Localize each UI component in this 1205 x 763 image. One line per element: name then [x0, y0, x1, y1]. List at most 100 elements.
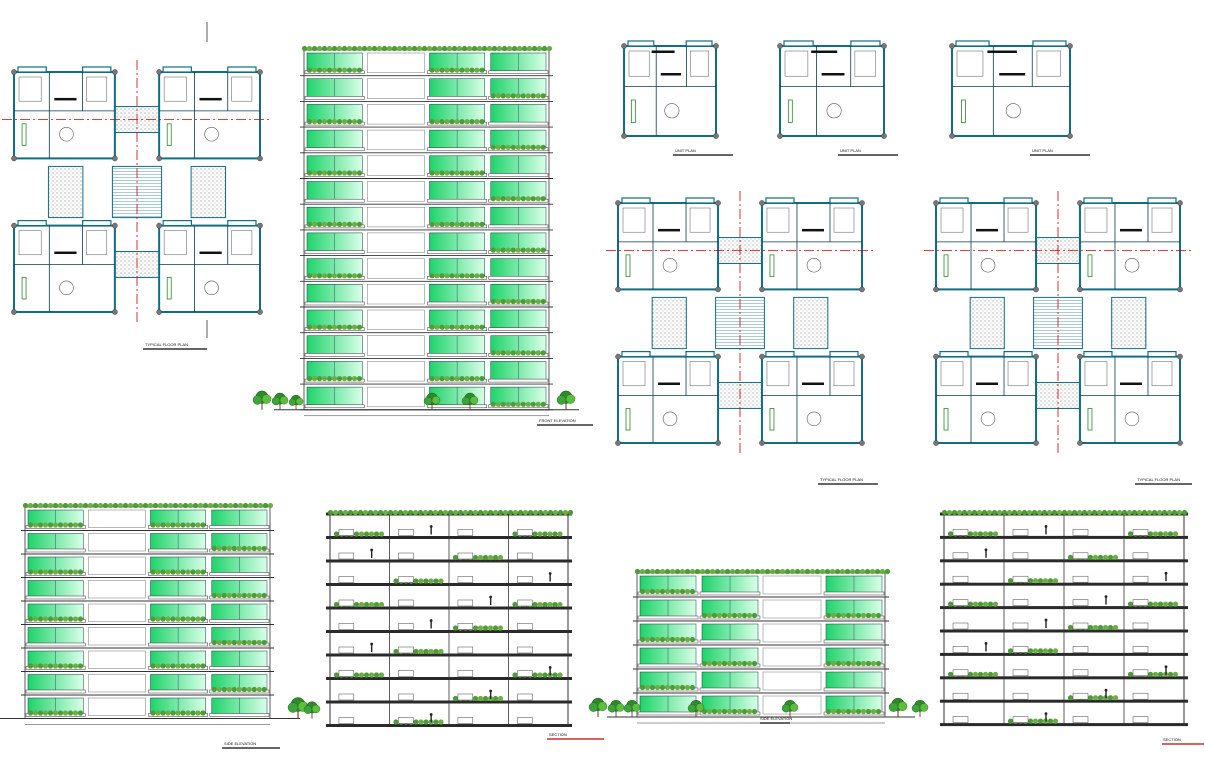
planter-greenery — [1112, 695, 1119, 701]
dining-table — [826, 103, 842, 119]
balcony — [82, 66, 112, 73]
balcony — [955, 40, 990, 47]
planter-greenery — [177, 502, 184, 509]
planter-greenery — [664, 588, 671, 595]
planter-greenery — [429, 67, 435, 73]
planter-greenery — [331, 376, 338, 382]
planter-greenery — [510, 401, 516, 407]
planter-greenery — [261, 545, 267, 552]
planter-greenery — [1052, 578, 1059, 584]
furniture — [1132, 622, 1149, 630]
planter-greenery — [500, 298, 506, 305]
planter-greenery — [454, 67, 460, 73]
planter-greenery — [546, 45, 553, 52]
planter-greenery — [451, 45, 458, 52]
planter-greenery — [716, 612, 723, 619]
planter-greenery — [77, 663, 84, 669]
planter-greenery — [557, 531, 563, 537]
core-window — [367, 309, 425, 330]
balcony-slab — [148, 548, 208, 553]
planter-greenery — [386, 45, 393, 52]
planter-greenery — [1016, 509, 1023, 516]
planter-greenery — [180, 569, 186, 575]
planter-greenery — [482, 695, 489, 702]
side-elevation-1 — [0, 502, 321, 725]
planter-greenery — [1172, 531, 1179, 537]
planter-greenery — [363, 672, 370, 678]
planter-greenery — [387, 509, 394, 516]
core-window — [367, 258, 425, 279]
planter-greenery — [423, 719, 429, 725]
planter-greenery — [701, 660, 708, 667]
balcony-slab — [699, 639, 761, 644]
title-unit-2: UNIT PLAN — [838, 148, 898, 156]
dining-table — [980, 257, 996, 273]
planter-greenery — [371, 45, 378, 52]
column — [933, 286, 939, 293]
planter-greenery — [170, 522, 176, 528]
planter-greenery — [746, 612, 753, 619]
furniture — [1072, 552, 1089, 560]
planter-greenery — [32, 502, 39, 509]
planter-greenery — [951, 509, 958, 516]
planter-greenery — [346, 221, 353, 227]
column — [156, 155, 162, 162]
planter-greenery — [986, 509, 993, 516]
planter-greenery — [373, 672, 380, 678]
furniture — [457, 646, 474, 654]
planter-greenery — [515, 298, 521, 305]
balcony — [1032, 40, 1067, 47]
planter-greenery — [859, 568, 866, 575]
bed — [622, 207, 646, 233]
planter-greenery — [1171, 509, 1178, 516]
kitchen-counter — [976, 228, 999, 232]
planter-greenery — [474, 67, 480, 73]
planter-greenery — [242, 502, 249, 509]
core-window — [367, 232, 425, 253]
planter-greenery — [170, 569, 176, 575]
planter-greenery — [729, 568, 736, 575]
figure-head — [429, 619, 433, 622]
furniture — [517, 670, 533, 677]
tree-canopy — [261, 394, 272, 404]
planter-greenery — [418, 719, 424, 725]
furniture — [1072, 669, 1089, 677]
planter-greenery — [237, 502, 244, 509]
planter-greenery — [1067, 554, 1074, 560]
planter-greenery — [150, 710, 156, 716]
floor-plan-c — [924, 191, 1192, 455]
planter-greenery — [211, 639, 217, 646]
planter-greenery — [510, 298, 516, 305]
planter-greenery — [869, 568, 876, 575]
figure-head — [1164, 571, 1168, 575]
balcony-slab — [148, 689, 208, 694]
tree-canopy — [469, 396, 479, 405]
planter-greenery — [854, 568, 861, 575]
planter-greenery — [992, 601, 999, 607]
planter-greenery — [27, 502, 34, 509]
planter-greenery — [356, 221, 363, 227]
planter-greenery — [67, 616, 74, 622]
planter-greenery — [469, 324, 475, 330]
core-window — [762, 671, 822, 691]
planter-greenery — [351, 45, 358, 52]
planter-greenery — [495, 350, 501, 356]
planter-greenery — [507, 509, 514, 516]
furniture — [457, 623, 474, 630]
bed — [163, 76, 187, 102]
planter-greenery — [165, 663, 171, 669]
planter-greenery — [694, 568, 701, 575]
planter-greenery — [137, 502, 144, 509]
planter-greenery — [525, 196, 531, 202]
core-window — [88, 697, 146, 716]
tree-canopy — [888, 702, 899, 712]
planter-greenery — [1026, 509, 1033, 516]
planter-greenery — [520, 247, 526, 253]
label-bar — [987, 50, 1017, 53]
planter-greenery — [67, 569, 74, 575]
planter-greenery — [393, 719, 399, 725]
planter-greenery — [711, 708, 718, 715]
planter-greenery — [160, 616, 166, 622]
planter-greenery — [542, 601, 548, 608]
planter-greenery — [526, 45, 533, 52]
